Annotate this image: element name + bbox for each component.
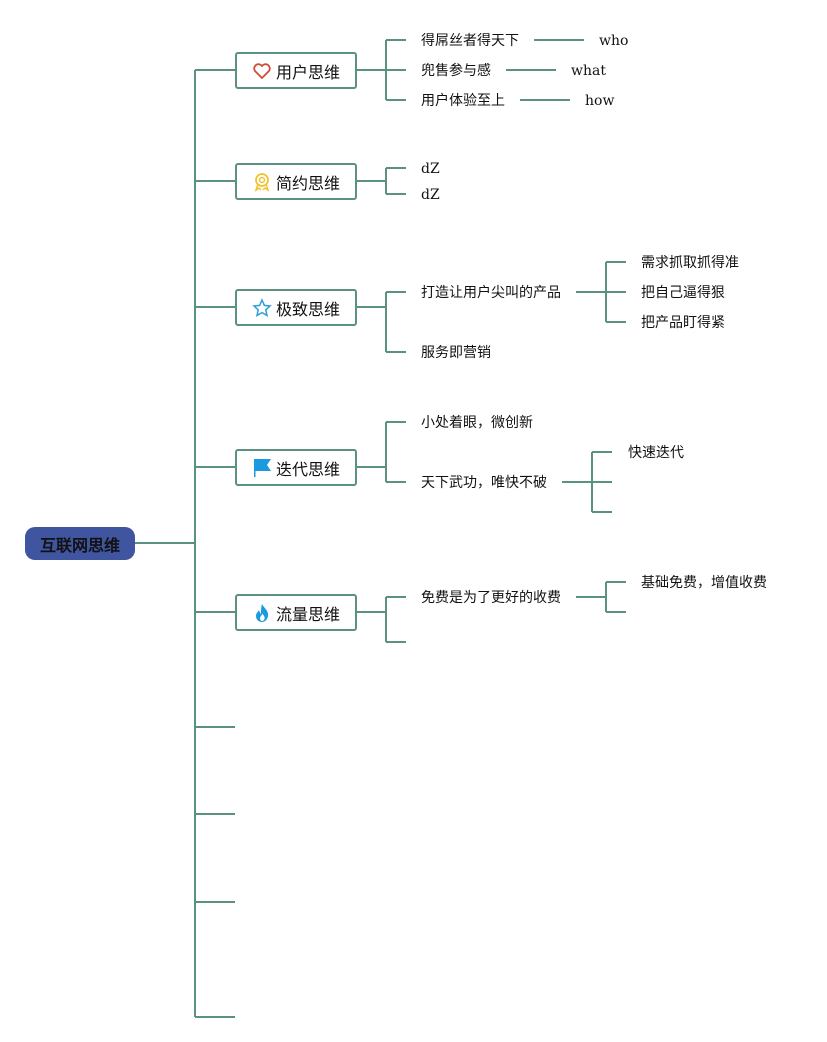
branch-simplicity-thinking[interactable]: 简约思维 [235,163,357,200]
topic[interactable]: what [571,63,606,79]
flame-icon [255,603,269,622]
topic[interactable]: 得屌丝者得天下 [421,33,519,49]
topic[interactable]: 需求抓取抓得准 [641,255,739,271]
branch-label: 极致思维 [275,299,340,319]
root-node[interactable]: 互联网思维 [25,527,135,560]
root-label: 互联网思维 [39,535,120,555]
topic[interactable]: how [585,93,615,109]
topic[interactable]: 把自己逼得狠 [641,285,725,301]
topic[interactable]: 天下武功，唯快不破 [421,475,547,491]
award-ribbon-icon [254,172,270,192]
topic[interactable]: dZ [421,161,440,177]
star-icon [252,297,272,317]
branch-traffic-thinking[interactable]: 流量思维 [235,594,357,631]
topic[interactable]: dZ [421,187,440,203]
branch-user-thinking[interactable]: 用户思维 [235,52,357,89]
flag-icon [253,458,271,477]
topic[interactable]: 小处着眼，微创新 [421,415,533,431]
branch-label: 迭代思维 [275,459,340,479]
branch-iteration-thinking[interactable]: 迭代思维 [235,449,357,486]
topic[interactable]: 用户体验至上 [421,93,505,109]
topic[interactable]: 兜售参与感 [421,63,491,79]
topic[interactable]: 把产品盯得紧 [641,315,725,331]
branch-label: 简约思维 [275,173,340,193]
topic[interactable]: 打造让用户尖叫的产品 [421,285,561,301]
topic[interactable]: 基础免费，增值收费 [641,575,767,591]
topic[interactable]: 服务即营销 [421,345,491,361]
branch-extreme-thinking[interactable]: 极致思维 [235,289,357,326]
branch-label: 流量思维 [275,604,340,624]
topic[interactable]: who [599,33,629,49]
topic[interactable]: 免费是为了更好的收费 [421,590,561,606]
branch-label: 用户思维 [275,62,340,82]
topic[interactable]: 快速迭代 [628,445,684,461]
heart-icon [253,62,271,79]
